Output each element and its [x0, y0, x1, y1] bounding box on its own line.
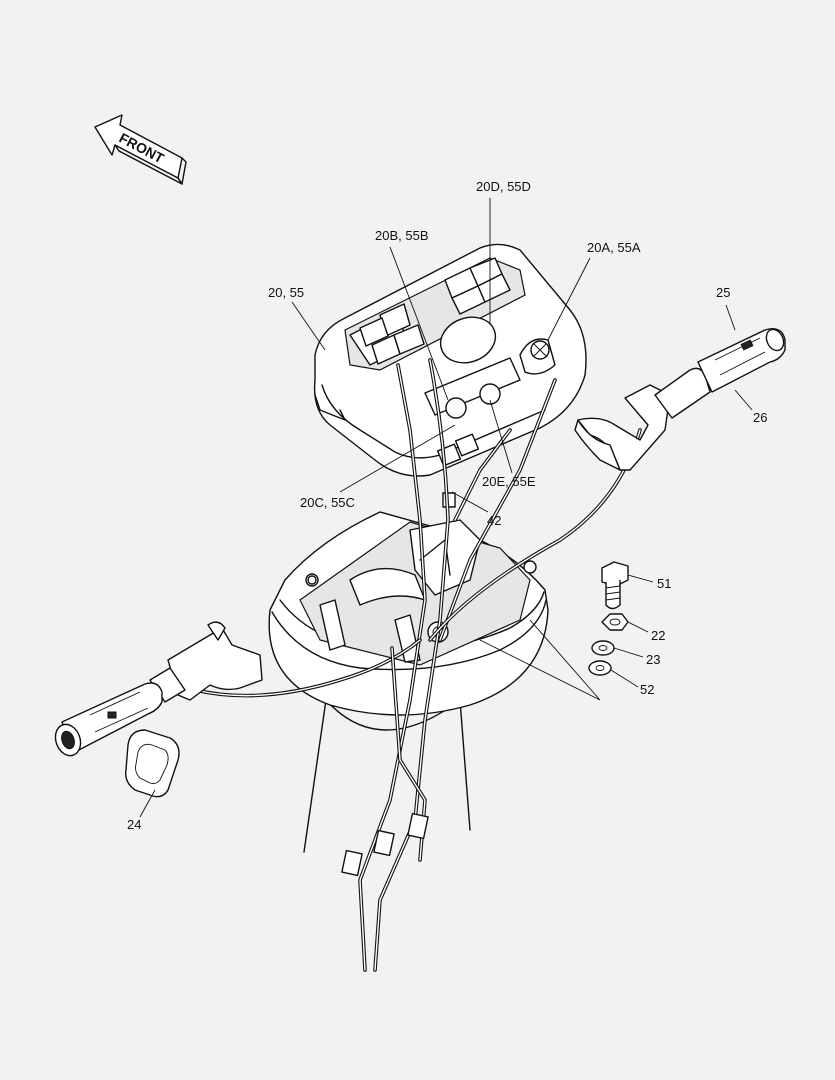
- instrument-panel: [313, 243, 587, 477]
- leader-lines: [139, 198, 753, 818]
- callout-20-55: 20, 55: [268, 285, 304, 300]
- callout-20b-55b: 20B, 55B: [375, 228, 429, 243]
- callout-24: 24: [127, 817, 141, 832]
- callout-25: 25: [716, 285, 730, 300]
- callout-20e-55e: 20E, 55E: [482, 474, 536, 489]
- hardware-fasteners: [588, 561, 629, 676]
- wiring-harness: [193, 358, 642, 972]
- callout-26: 26: [753, 410, 767, 425]
- callout-20d-55d: 20D, 55D: [476, 179, 531, 194]
- callout-20a-55a: 20A, 55A: [587, 240, 641, 255]
- callout-labels: 20D, 55D 20B, 55B 20A, 55A 20, 55 25 26 …: [127, 179, 767, 832]
- callout-51: 51: [657, 576, 671, 591]
- callout-42: 42: [487, 513, 501, 528]
- lower-cover: [268, 511, 549, 716]
- right-control-lever: [574, 328, 786, 471]
- callout-22: 22: [651, 628, 665, 643]
- steering-column: [303, 699, 471, 853]
- front-arrow: FRONT: [94, 114, 187, 185]
- callout-23: 23: [646, 652, 660, 667]
- callout-52: 52: [640, 682, 654, 697]
- callout-20c-55c: 20C, 55C: [300, 495, 355, 510]
- left-control-lever: [54, 621, 263, 798]
